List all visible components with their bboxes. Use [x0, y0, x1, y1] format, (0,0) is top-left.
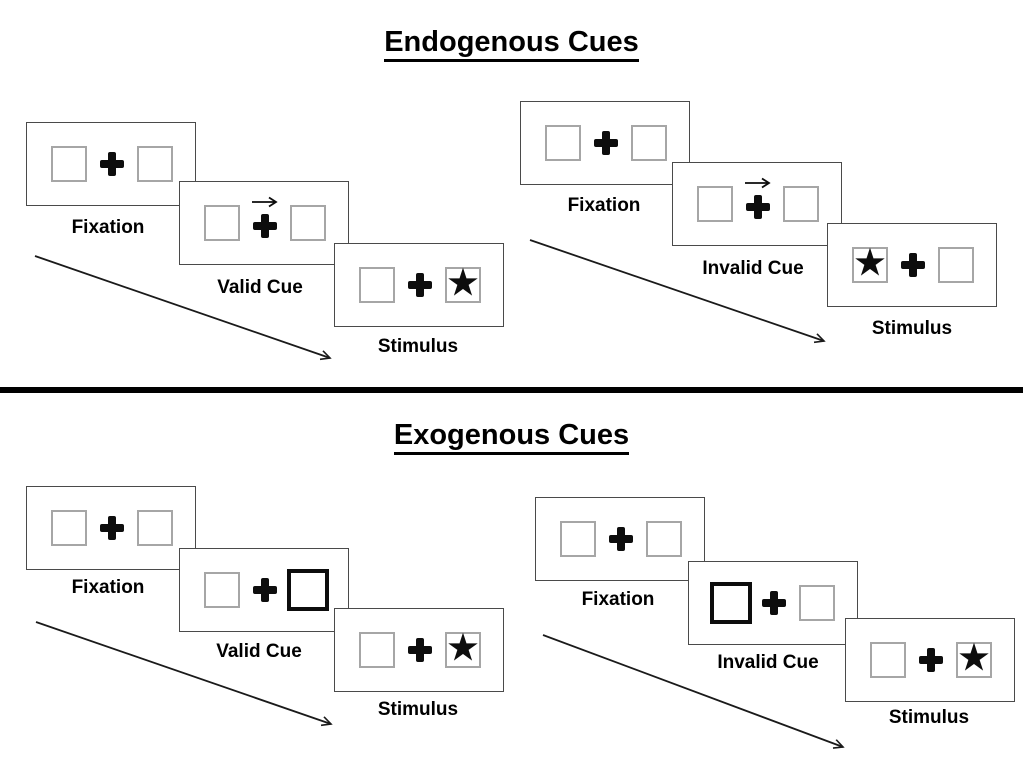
- timeline-arrow: [35, 621, 331, 724]
- placeholder-square-left: [204, 572, 240, 608]
- cue-highlight-square: [287, 569, 329, 611]
- section-divider: [0, 387, 1023, 393]
- step-label-invalid-cue: Invalid Cue: [717, 652, 819, 673]
- fixation-cross-icon: [919, 648, 943, 672]
- target-square: ★: [956, 639, 992, 678]
- step-label-fixation: Fixation: [71, 217, 145, 238]
- target-square: ★: [852, 244, 888, 283]
- step-label-stimulus: Stimulus: [377, 336, 459, 357]
- fixation-cross-icon: [762, 591, 786, 615]
- fixation-card: [535, 497, 705, 581]
- target-square: ★: [445, 629, 481, 668]
- step-label-fixation: Fixation: [71, 577, 145, 598]
- fixation-cross-icon: [901, 253, 925, 277]
- fixation-card: [520, 101, 690, 185]
- fixation-cross-icon: [609, 527, 633, 551]
- valid-cue-card: [179, 548, 349, 632]
- step-label-valid-cue: Valid Cue: [217, 277, 303, 298]
- section-title-exogenous: Exogenous Cues: [0, 419, 1023, 455]
- placeholder-square-right: [137, 146, 173, 182]
- fixation-card: [26, 486, 196, 570]
- star-icon: ★: [958, 639, 990, 677]
- fixation-card: [26, 122, 196, 206]
- stimulus-card: ★: [334, 243, 504, 327]
- invalid-cue-card: [672, 162, 842, 246]
- placeholder-square-left: [51, 146, 87, 182]
- cue-arrow-icon: [745, 177, 771, 189]
- cue-highlight-square: [710, 582, 752, 624]
- fixation-cross-icon: [253, 214, 277, 238]
- step-label-fixation: Fixation: [581, 589, 655, 610]
- placeholder-square-left: [697, 186, 733, 222]
- timeline-arrow: [529, 239, 824, 341]
- fixation-cross-icon: [100, 516, 124, 540]
- timeline-arrow: [34, 255, 330, 358]
- cue-arrow-icon: [252, 196, 278, 208]
- placeholder-square-left: [560, 521, 596, 557]
- section-title-endogenous: Endogenous Cues: [0, 26, 1023, 62]
- star-icon: ★: [447, 264, 479, 302]
- fixation-cross-icon: [408, 273, 432, 297]
- fixation-cross-icon: [253, 578, 277, 602]
- valid-cue-card: [179, 181, 349, 265]
- step-label-stimulus: Stimulus: [377, 699, 459, 720]
- placeholder-square-right: [631, 125, 667, 161]
- step-label-stimulus: Stimulus: [871, 318, 953, 339]
- target-square: ★: [445, 264, 481, 303]
- stimulus-card: ★: [845, 618, 1015, 702]
- fixation-cross-icon: [408, 638, 432, 662]
- placeholder-square-right: [646, 521, 682, 557]
- fixation-cross-icon: [746, 195, 770, 219]
- star-icon: ★: [854, 244, 886, 282]
- placeholder-square-left: [204, 205, 240, 241]
- placeholder-square-right: [783, 186, 819, 222]
- step-label-invalid-cue: Invalid Cue: [702, 258, 804, 279]
- placeholder-square-left: [359, 267, 395, 303]
- placeholder-square-left: [545, 125, 581, 161]
- fixation-cross-icon: [594, 131, 618, 155]
- section-title-text: Endogenous Cues: [384, 26, 639, 62]
- step-label-stimulus: Stimulus: [888, 707, 970, 728]
- placeholder-square-left: [51, 510, 87, 546]
- star-icon: ★: [447, 629, 479, 667]
- placeholder-square-right: [137, 510, 173, 546]
- step-label-valid-cue: Valid Cue: [216, 641, 302, 662]
- placeholder-square-right: [799, 585, 835, 621]
- section-title-text: Exogenous Cues: [393, 419, 630, 455]
- stimulus-card: ★: [827, 223, 997, 307]
- fixation-cross-icon: [100, 152, 124, 176]
- placeholder-square-left: [359, 632, 395, 668]
- step-label-fixation: Fixation: [567, 195, 641, 216]
- placeholder-square-left: [870, 642, 906, 678]
- stimulus-card: ★: [334, 608, 504, 692]
- placeholder-square-right: [290, 205, 326, 241]
- placeholder-square-right: [938, 247, 974, 283]
- invalid-cue-card: [688, 561, 858, 645]
